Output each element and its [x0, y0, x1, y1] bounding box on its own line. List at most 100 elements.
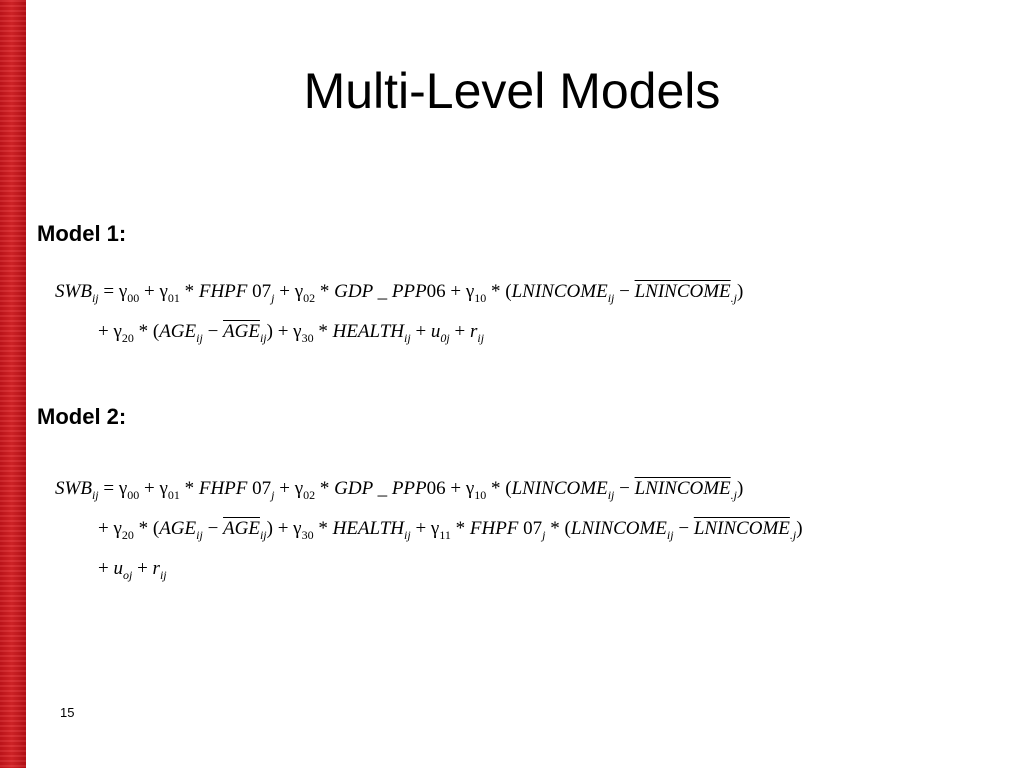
equation-term: 07 [518, 518, 543, 539]
equation-term: ) + γ [266, 321, 302, 342]
equation-subscript: 11 [439, 528, 451, 542]
equation-subscript: j [271, 291, 275, 305]
equation-subscript: 30 [301, 331, 314, 345]
equation-term: − [673, 518, 694, 539]
equation-subscript: ij [477, 331, 485, 345]
equation-term: * [315, 281, 335, 302]
equation-subscript: ij [259, 528, 267, 542]
equation-term: * ( [486, 478, 512, 499]
page-number: 15 [60, 705, 75, 720]
equation-subscript: .j [730, 291, 737, 305]
equation-term: + γ [139, 478, 168, 499]
equation-subscript: 10 [474, 291, 487, 305]
equation-term: * ( [486, 281, 512, 302]
equation-term: * [315, 478, 335, 499]
equation-term: − [614, 478, 635, 499]
side-bar-texture [0, 0, 26, 768]
equation-term: − [614, 281, 635, 302]
equation-term: * ( [133, 518, 160, 539]
equation-term: 07 [247, 281, 272, 302]
equation-term: u [113, 558, 123, 579]
equation-term: LNINCOME [511, 478, 608, 499]
equation-subscript: 02 [303, 291, 316, 305]
equation-term: * ( [133, 321, 160, 342]
equation-term: 06 + γ [426, 281, 475, 302]
equation-term: u [430, 321, 441, 342]
equation-subscript: 02 [303, 488, 316, 502]
equation-subscript: ij [259, 331, 267, 345]
equation-term: 06 + γ [426, 478, 475, 499]
side-accent-bar [0, 0, 26, 768]
model-1-equation-line-2: + γ20 * (AGEij − AGEij) + γ30 * HEALTHij… [98, 321, 484, 346]
equation-subscript: 0j [440, 331, 450, 345]
equation-term: LNINCOME [570, 518, 667, 539]
equation-subscript: ij [404, 528, 411, 542]
equation-subscript: ij [666, 528, 674, 542]
equation-term: * [450, 518, 470, 539]
equation-term: + [98, 558, 114, 579]
equation-term: FHPF [469, 518, 519, 539]
equation-term: + [132, 558, 153, 579]
equation-term: HEALTH [332, 321, 405, 342]
equation-term: − [202, 518, 224, 539]
model-2-equation-line-3: + uoj + rij [98, 558, 167, 583]
equation-subscript: 10 [474, 488, 487, 502]
equation-term: AGE [159, 518, 197, 539]
equation-term: ) [796, 518, 803, 539]
equation-subscript: 01 [167, 291, 180, 305]
equation-term: AGE [223, 321, 260, 342]
slide-title: Multi-Level Models [303, 63, 721, 119]
equation-subscript: ij [607, 291, 615, 305]
equation-term: LNINCOME [634, 478, 731, 499]
equation-term: − [202, 321, 224, 342]
equation-term: ) + γ [266, 518, 302, 539]
equation-term: * [179, 281, 199, 302]
model-1-equation-line-1: SWBij = γ00 + γ01 * FHPF 07j + γ02 * GDP… [55, 281, 743, 306]
equation-term: * ( [545, 518, 571, 539]
equation-term: LNINCOME [511, 281, 608, 302]
equation-subscript: 20 [121, 331, 134, 345]
equation-term: + γ [98, 518, 122, 539]
equation-term: ) [737, 478, 744, 499]
equation-subscript: ij [196, 331, 203, 345]
equation-term: LNINCOME [634, 281, 731, 302]
equation-subscript: 00 [127, 488, 140, 502]
equation-term: AGE [159, 321, 197, 342]
equation-term: SWB [55, 281, 92, 302]
equation-term: + [410, 321, 431, 342]
equation-term: = γ [98, 478, 128, 499]
model-2-equation-line-2: + γ20 * (AGEij − AGEij) + γ30 * HEALTHij… [98, 518, 803, 543]
equation-subscript: 01 [167, 488, 180, 502]
equation-subscript: 30 [301, 528, 314, 542]
equation-term: = γ [98, 281, 128, 302]
model-2-label: Model 2: [37, 404, 127, 429]
equation-term: + γ [139, 281, 168, 302]
equation-subscript: .j [730, 488, 737, 502]
equation-term: * [313, 518, 333, 539]
equation-subscript: 20 [121, 528, 134, 542]
equation-term: 07 [247, 478, 272, 499]
equation-term: LNINCOME [693, 518, 790, 539]
equation-subscript: ij [196, 528, 203, 542]
equation-subscript: 00 [127, 291, 140, 305]
equation-term: GDP _ PPP [334, 281, 427, 302]
equation-term: + γ [274, 478, 304, 499]
equation-term: HEALTH [332, 518, 405, 539]
equation-subscript: oj [122, 568, 133, 582]
equation-term: ) [737, 281, 744, 302]
equation-term: + γ [410, 518, 440, 539]
equation-term: * [179, 478, 199, 499]
equation-subscript: ij [159, 568, 167, 582]
equation-subscript: j [271, 488, 275, 502]
equation-term: FHPF [198, 281, 248, 302]
equation-subscript: ij [607, 488, 615, 502]
equation-subscript: j [542, 528, 546, 542]
equation-term: GDP _ PPP [334, 478, 427, 499]
equation-term: + γ [98, 321, 122, 342]
equation-term: r [152, 558, 160, 579]
equation-subscript: ij [91, 291, 99, 305]
equation-term: SWB [55, 478, 92, 499]
equation-term: + γ [274, 281, 304, 302]
model-1-label: Model 1: [37, 221, 127, 246]
model-2-equation-line-1: SWBij = γ00 + γ01 * FHPF 07j + γ02 * GDP… [55, 478, 743, 503]
